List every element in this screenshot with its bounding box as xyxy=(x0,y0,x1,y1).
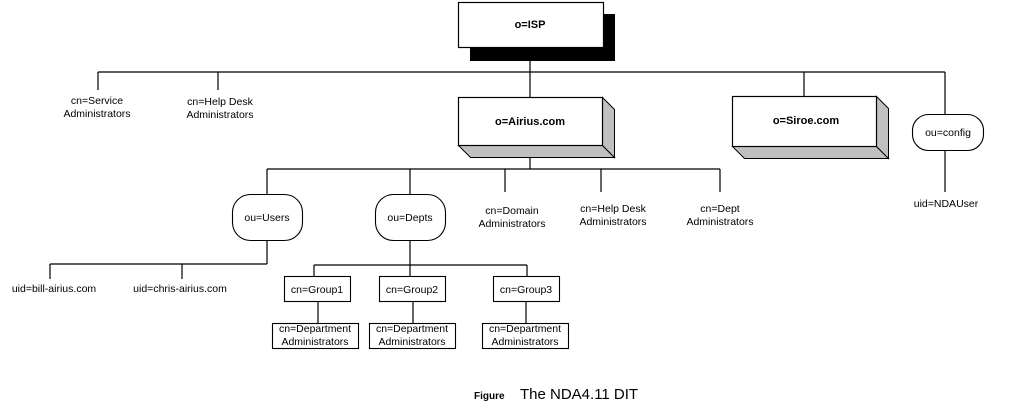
node-group3[interactable]: cn=Group3 xyxy=(492,275,561,303)
node-chris[interactable]: uid=chris-airius.com xyxy=(133,283,227,295)
depts-label: ou=Depts xyxy=(387,212,432,224)
config-box xyxy=(911,113,985,152)
group2-dept-admins-line2: Administrators xyxy=(378,336,445,348)
dept-admins-line2: Administrators xyxy=(686,216,753,228)
service-admins-line1: cn=Service xyxy=(71,95,123,107)
node-bill[interactable]: uid=bill-airius.com xyxy=(12,283,97,295)
group1-label: cn=Group1 xyxy=(291,284,343,296)
node-config[interactable]: ou=config xyxy=(911,113,985,152)
caption-title: The NDA4.11 DIT xyxy=(520,386,638,403)
node-group1-dept-admins[interactable]: cn=Department Administrators xyxy=(271,322,360,350)
group2-dept-admins-box xyxy=(368,322,457,350)
node-domain-admins[interactable]: cn=Domain Administrators xyxy=(478,205,545,230)
airius-label: o=Airius.com xyxy=(495,116,565,128)
users-label: ou=Users xyxy=(244,212,289,224)
node-group2[interactable]: cn=Group2 xyxy=(378,275,447,303)
siroe-box xyxy=(731,95,878,148)
config-label: ou=config xyxy=(925,127,971,139)
node-dept-admins[interactable]: cn=Dept Administrators xyxy=(686,203,753,228)
group1-dept-admins-box xyxy=(271,322,360,350)
group1-dept-admins-line1: cn=Department xyxy=(279,323,351,335)
node-service-admins[interactable]: cn=Service Administrators xyxy=(63,95,130,120)
service-admins-line2: Administrators xyxy=(63,108,130,120)
chris-label: uid=chris-airius.com xyxy=(133,283,227,295)
helpdesk-admins-line1: cn=Help Desk xyxy=(187,96,253,108)
siroe-bottom-face xyxy=(731,146,890,159)
node-depts[interactable]: ou=Depts xyxy=(374,193,447,242)
users-box xyxy=(231,193,304,242)
node-ndauser[interactable]: uid=NDAUser xyxy=(914,198,979,210)
node-airius[interactable]: o=Airius.com xyxy=(457,96,616,159)
helpdesk-admins-line2: Administrators xyxy=(186,109,253,121)
caption-prefix: Figure xyxy=(474,391,505,402)
bill-label: uid=bill-airius.com xyxy=(12,283,97,295)
node-group2-dept-admins[interactable]: cn=Department Administrators xyxy=(368,322,457,350)
root-box xyxy=(457,1,605,49)
node-group1[interactable]: cn=Group1 xyxy=(283,275,352,303)
node-group3-dept-admins[interactable]: cn=Department Administrators xyxy=(481,322,570,350)
group3-label: cn=Group3 xyxy=(500,284,552,296)
figure-caption: Figure The NDA4.11 DIT xyxy=(474,386,638,403)
connectors xyxy=(49,60,946,323)
group3-dept-admins-line1: cn=Department xyxy=(489,323,561,335)
node-root[interactable]: o=ISP xyxy=(457,1,616,62)
depts-box xyxy=(374,193,447,242)
group1-dept-admins-line2: Administrators xyxy=(281,336,348,348)
domain-admins-line1: cn=Domain xyxy=(485,205,539,217)
node-users[interactable]: ou=Users xyxy=(231,193,304,242)
dept-admins-line1: cn=Dept xyxy=(700,203,739,215)
group2-dept-admins-line1: cn=Department xyxy=(376,323,448,335)
group3-dept-admins-line2: Administrators xyxy=(491,336,558,348)
group3-dept-admins-box xyxy=(481,322,570,350)
airius-box xyxy=(457,96,604,147)
node-helpdesk-admins-2[interactable]: cn=Help Desk Administrators xyxy=(579,203,646,228)
group2-label: cn=Group2 xyxy=(386,284,438,296)
group3-box xyxy=(492,275,561,303)
group2-box xyxy=(378,275,447,303)
root-label: o=ISP xyxy=(515,19,546,31)
helpdesk-admins-2-line1: cn=Help Desk xyxy=(580,203,646,215)
node-siroe[interactable]: o=Siroe.com xyxy=(731,95,890,160)
ndauser-label: uid=NDAUser xyxy=(914,198,979,210)
airius-bottom-face xyxy=(457,145,616,158)
domain-admins-line2: Administrators xyxy=(478,218,545,230)
node-helpdesk-admins[interactable]: cn=Help Desk Administrators xyxy=(186,96,253,121)
helpdesk-admins-2-line2: Administrators xyxy=(579,216,646,228)
group1-box xyxy=(283,275,352,303)
siroe-label: o=Siroe.com xyxy=(773,115,840,127)
